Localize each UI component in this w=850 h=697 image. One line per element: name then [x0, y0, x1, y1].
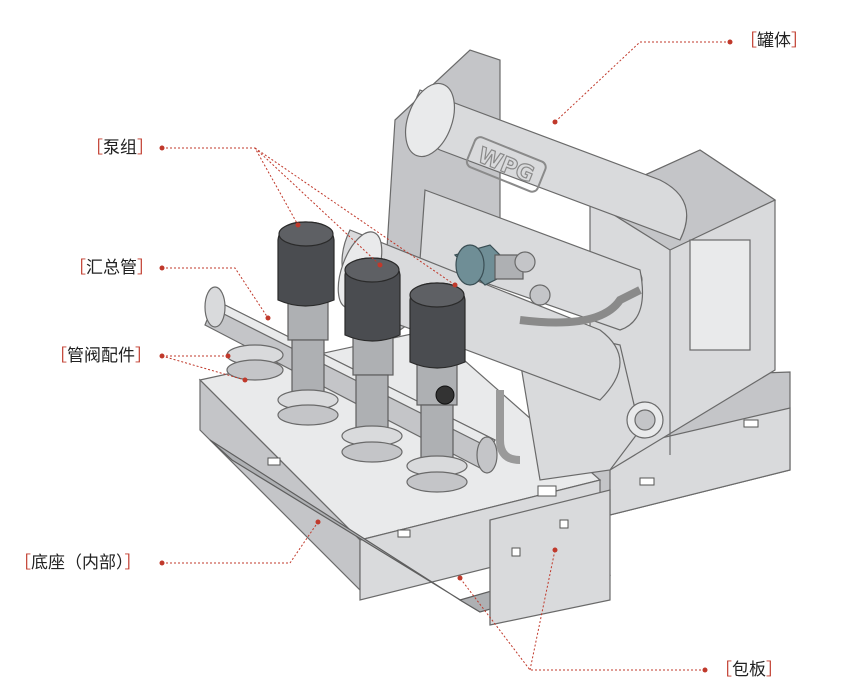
label-valve-fittings: ［管阀配件］ [50, 346, 152, 366]
label-tank: ［罐体］ [740, 31, 808, 51]
label-manifold: ［汇总管］ [69, 258, 154, 278]
pump-unit-2 [341, 257, 403, 463]
label-pump-group: ［泵组］ [86, 138, 154, 158]
pump-unit-3 [406, 282, 468, 493]
label-base-interior: ［底座（内部）］ [14, 553, 142, 573]
leader-lines [159, 39, 733, 673]
label-cladding: ［包板］ [715, 660, 783, 680]
small-jockey-pump [453, 244, 551, 306]
